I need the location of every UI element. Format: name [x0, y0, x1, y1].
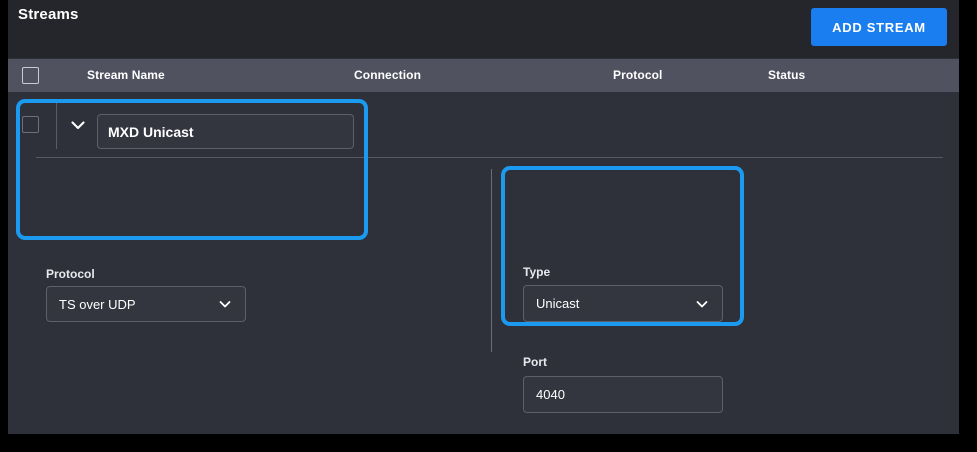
column-header-status[interactable]: Status: [768, 68, 806, 82]
page-title: Streams: [18, 6, 79, 23]
column-divider: [491, 169, 492, 352]
column-header-stream-name[interactable]: Stream Name: [87, 68, 165, 82]
streams-panel: Streams ADD STREAM Stream Name Connectio…: [8, 0, 959, 434]
protocol-label: Protocol: [46, 267, 95, 281]
type-select-value: Unicast: [536, 296, 580, 311]
port-label: Port: [523, 355, 547, 369]
add-stream-button[interactable]: ADD STREAM: [811, 8, 947, 46]
port-input[interactable]: [523, 376, 723, 413]
protocol-select-value: TS over UDP: [59, 296, 136, 312]
column-header-protocol[interactable]: Protocol: [613, 68, 663, 82]
row-select-checkbox[interactable]: [22, 116, 39, 133]
stream-editor-body: Protocol TS over UDP Type Unicast Port C…: [8, 93, 959, 434]
stream-name-input[interactable]: [97, 114, 354, 149]
protocol-select[interactable]: TS over UDP: [46, 286, 246, 322]
chevron-down-icon[interactable]: [67, 114, 89, 136]
chevron-down-icon: [217, 296, 233, 312]
table-header-row: Stream Name Connection Protocol Status: [8, 59, 959, 92]
type-label: Type: [523, 265, 551, 279]
stream-row-header: [8, 93, 959, 158]
section-divider: [36, 157, 943, 158]
row-divider: [56, 101, 57, 149]
select-all-checkbox[interactable]: [22, 67, 39, 84]
type-select[interactable]: Unicast: [523, 285, 723, 322]
column-header-connection[interactable]: Connection: [354, 68, 421, 82]
page-header-bar: Streams ADD STREAM: [8, 0, 959, 58]
chevron-down-icon: [694, 296, 710, 312]
